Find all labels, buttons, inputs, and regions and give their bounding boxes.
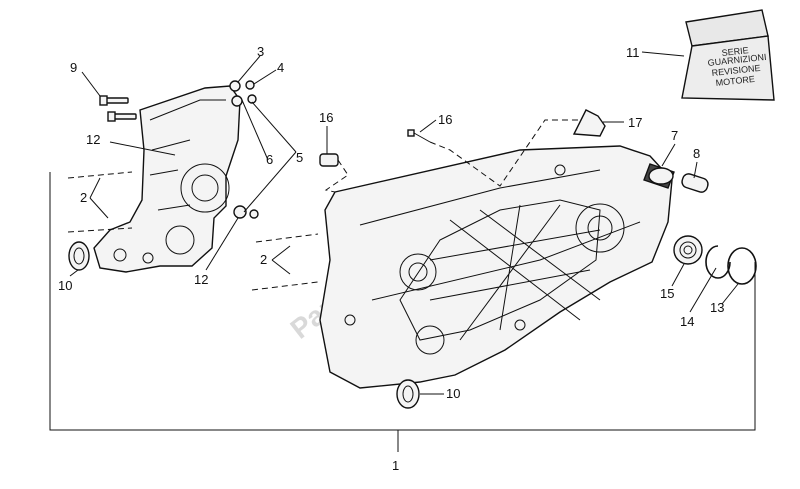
bushing-part-7: [643, 163, 675, 189]
callout-10-left: 10: [58, 278, 72, 293]
gasket-kit-label-line4: MOTORE: [715, 74, 755, 88]
stud-bolts-left: [67, 171, 133, 233]
pin-part-16: [319, 153, 349, 196]
callouts: 1 2 2 3 4 5 6 7 8 9 10 10 11 12 12 13 14…: [58, 44, 724, 473]
circlip-part-13: [727, 247, 757, 285]
callout-1: 1: [392, 458, 399, 473]
screw-part-9: [99, 95, 137, 122]
callout-16-right: 16: [438, 112, 452, 127]
callout-12-top: 12: [86, 132, 100, 147]
assembly-bracket: [49, 172, 756, 452]
assembly-path-line: [429, 119, 600, 187]
callout-10-bottom: 10: [446, 386, 460, 401]
callout-14: 14: [680, 314, 694, 329]
callout-2-left: 2: [80, 190, 87, 205]
callout-13: 13: [710, 300, 724, 315]
part-17: [572, 109, 606, 137]
bushing-part-10-left: [68, 241, 90, 271]
bushing-part-10-bottom: [396, 379, 420, 409]
gasket-kit-label-line1: SERIE: [721, 45, 749, 58]
screw-part-16: [407, 129, 431, 143]
callout-17: 17: [628, 115, 642, 130]
callout-3: 3: [257, 44, 264, 59]
callout-4: 4: [277, 60, 284, 75]
callout-11: 11: [626, 45, 640, 60]
bearing-part-15: [673, 235, 703, 265]
callout-12-bottom: 12: [194, 272, 208, 287]
circlip-part-14: [705, 245, 731, 279]
spacer-part-8: [681, 173, 709, 193]
callout-9: 9: [70, 60, 77, 75]
callout-2-center: 2: [260, 252, 267, 267]
leader-lines: [69, 51, 739, 395]
callout-16-left: 16: [319, 110, 333, 125]
callout-5: 5: [296, 150, 303, 165]
callout-6: 6: [266, 152, 273, 167]
gasket-kit-package: SERIE GUARNIZIONI REVISIONE MOTORE: [681, 9, 775, 101]
callout-15: 15: [660, 286, 674, 301]
callout-8: 8: [693, 146, 700, 161]
callout-7: 7: [671, 128, 678, 143]
stud-bolts-center: [251, 233, 319, 291]
main-crankcase-half: [319, 145, 673, 389]
dowel-and-washer-parts: [229, 80, 259, 219]
